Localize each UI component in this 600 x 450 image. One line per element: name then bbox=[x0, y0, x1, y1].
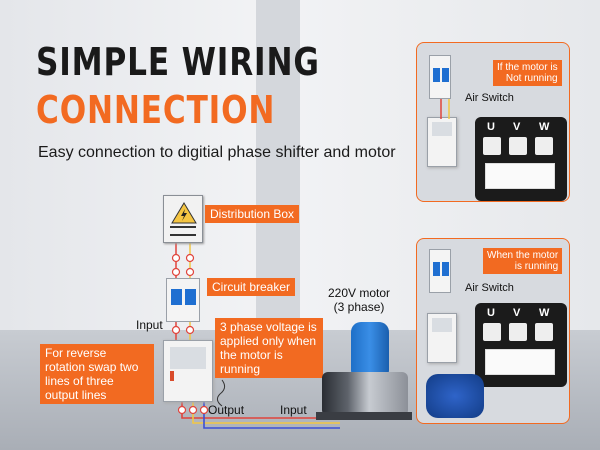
terminal-block bbox=[535, 137, 553, 155]
voltage-note: 3 phase voltage is applied only when the… bbox=[215, 318, 323, 378]
panel-not-running-tag: If the motor is Not running bbox=[493, 60, 562, 86]
terminal-block bbox=[535, 323, 553, 341]
terminal-block bbox=[483, 137, 501, 155]
circuit-breaker-label: Circuit breaker bbox=[207, 278, 296, 296]
terminal-v-label: V bbox=[513, 121, 521, 133]
terminal-u-label: U bbox=[487, 121, 495, 133]
panel-not-running: U V W bbox=[416, 42, 570, 202]
background-pillar bbox=[256, 0, 300, 330]
terminal-w-label: W bbox=[539, 307, 550, 319]
terminal-inset: U V W bbox=[475, 303, 567, 387]
reverse-rotation-note: For reverse rotation swap two lines of t… bbox=[40, 344, 154, 404]
circuit-breaker bbox=[166, 278, 200, 322]
shifter-indicator bbox=[170, 371, 174, 381]
distribution-box-label: Distribution Box bbox=[205, 205, 300, 223]
breaker-lever bbox=[171, 289, 182, 305]
panel-phase-shifter bbox=[427, 313, 457, 363]
panel-running-tag: When the motor is running bbox=[483, 248, 563, 274]
electric-motor bbox=[426, 374, 484, 418]
shifter-display bbox=[170, 347, 206, 369]
terminal-block bbox=[509, 323, 527, 341]
input-label-top: Input bbox=[136, 318, 163, 332]
subtitle: Easy connection to digitial phase shifte… bbox=[38, 144, 396, 161]
panel-wires bbox=[440, 99, 450, 119]
terminal-w-label: W bbox=[539, 121, 550, 133]
input-label-bottom: Input bbox=[280, 403, 307, 417]
output-diagram bbox=[485, 349, 555, 375]
distribution-box bbox=[163, 195, 203, 243]
title-line-2: CONNECTION bbox=[36, 88, 276, 132]
motor-label: 220V motor (3 phase) bbox=[328, 286, 391, 314]
output-diagram bbox=[485, 163, 555, 189]
title-line-1: SIMPLE WIRING bbox=[36, 40, 320, 84]
breaker-lever bbox=[185, 289, 196, 305]
terminal-inset: U V W bbox=[475, 117, 567, 201]
panel-phase-shifter bbox=[427, 117, 457, 167]
pump-base bbox=[316, 412, 412, 420]
pressure-tank bbox=[351, 322, 389, 378]
terminal-block bbox=[509, 137, 527, 155]
panel-air-switch bbox=[429, 55, 451, 99]
panel-air-switch bbox=[429, 249, 451, 293]
terminal-v-label: V bbox=[513, 307, 521, 319]
pump-motor bbox=[322, 372, 408, 416]
phase-shifter bbox=[163, 340, 213, 402]
terminal-u-label: U bbox=[487, 307, 495, 319]
terminal-block bbox=[483, 323, 501, 341]
high-voltage-icon bbox=[171, 202, 197, 224]
air-switch-label-top: Air Switch bbox=[465, 92, 514, 104]
output-label: Output bbox=[208, 403, 245, 417]
box-vent-lines bbox=[170, 226, 196, 236]
air-switch-label-bottom: Air Switch bbox=[465, 282, 514, 294]
